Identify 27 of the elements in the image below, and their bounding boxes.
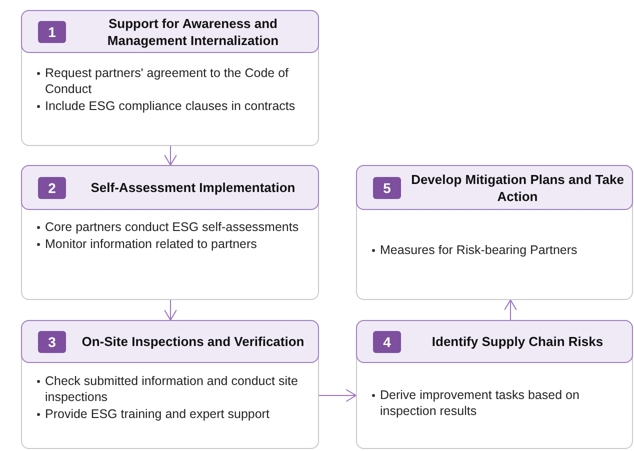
bullet-item: Request partners' agreement to the Code of Conduct	[36, 65, 312, 97]
bullet-item: Monitor information related to partners	[36, 236, 312, 252]
step-number: 2	[38, 176, 66, 198]
step-number: 4	[373, 330, 401, 352]
bullet-item: Provide ESG training and expert support	[36, 406, 312, 422]
bullet-item: Derive improvement tasks based on inspection results	[371, 387, 626, 419]
step-title: Develop Mitigation Plans and Take Action	[410, 170, 625, 204]
arrow	[164, 300, 177, 320]
bullet-item: Check submitted information and conduct site inspections	[36, 373, 312, 405]
arrow	[318, 389, 356, 402]
step-card	[21, 10, 319, 146]
step-card	[21, 165, 319, 300]
step-number: 5	[373, 176, 401, 198]
step-title: On-Site Inspections and Verification	[80, 333, 306, 350]
step-title: Identify Supply Chain Risks	[430, 333, 604, 350]
bullet-item: Include ESG compliance clauses in contracts	[36, 98, 312, 114]
bullet-item: Measures for Risk-bearing Partners	[371, 242, 626, 258]
step-title: Self-Assessment Implementation	[90, 179, 296, 196]
step-card	[356, 165, 633, 300]
step-number: 3	[38, 330, 66, 352]
step-card	[356, 320, 633, 449]
step-number: 1	[38, 20, 66, 42]
bullet-item: Core partners conduct ESG self-assessments	[36, 219, 312, 235]
step-card	[21, 320, 319, 449]
step-title: Support for Awareness and Management Internalization	[106, 14, 280, 48]
arrow	[164, 146, 177, 166]
arrow	[504, 300, 517, 320]
